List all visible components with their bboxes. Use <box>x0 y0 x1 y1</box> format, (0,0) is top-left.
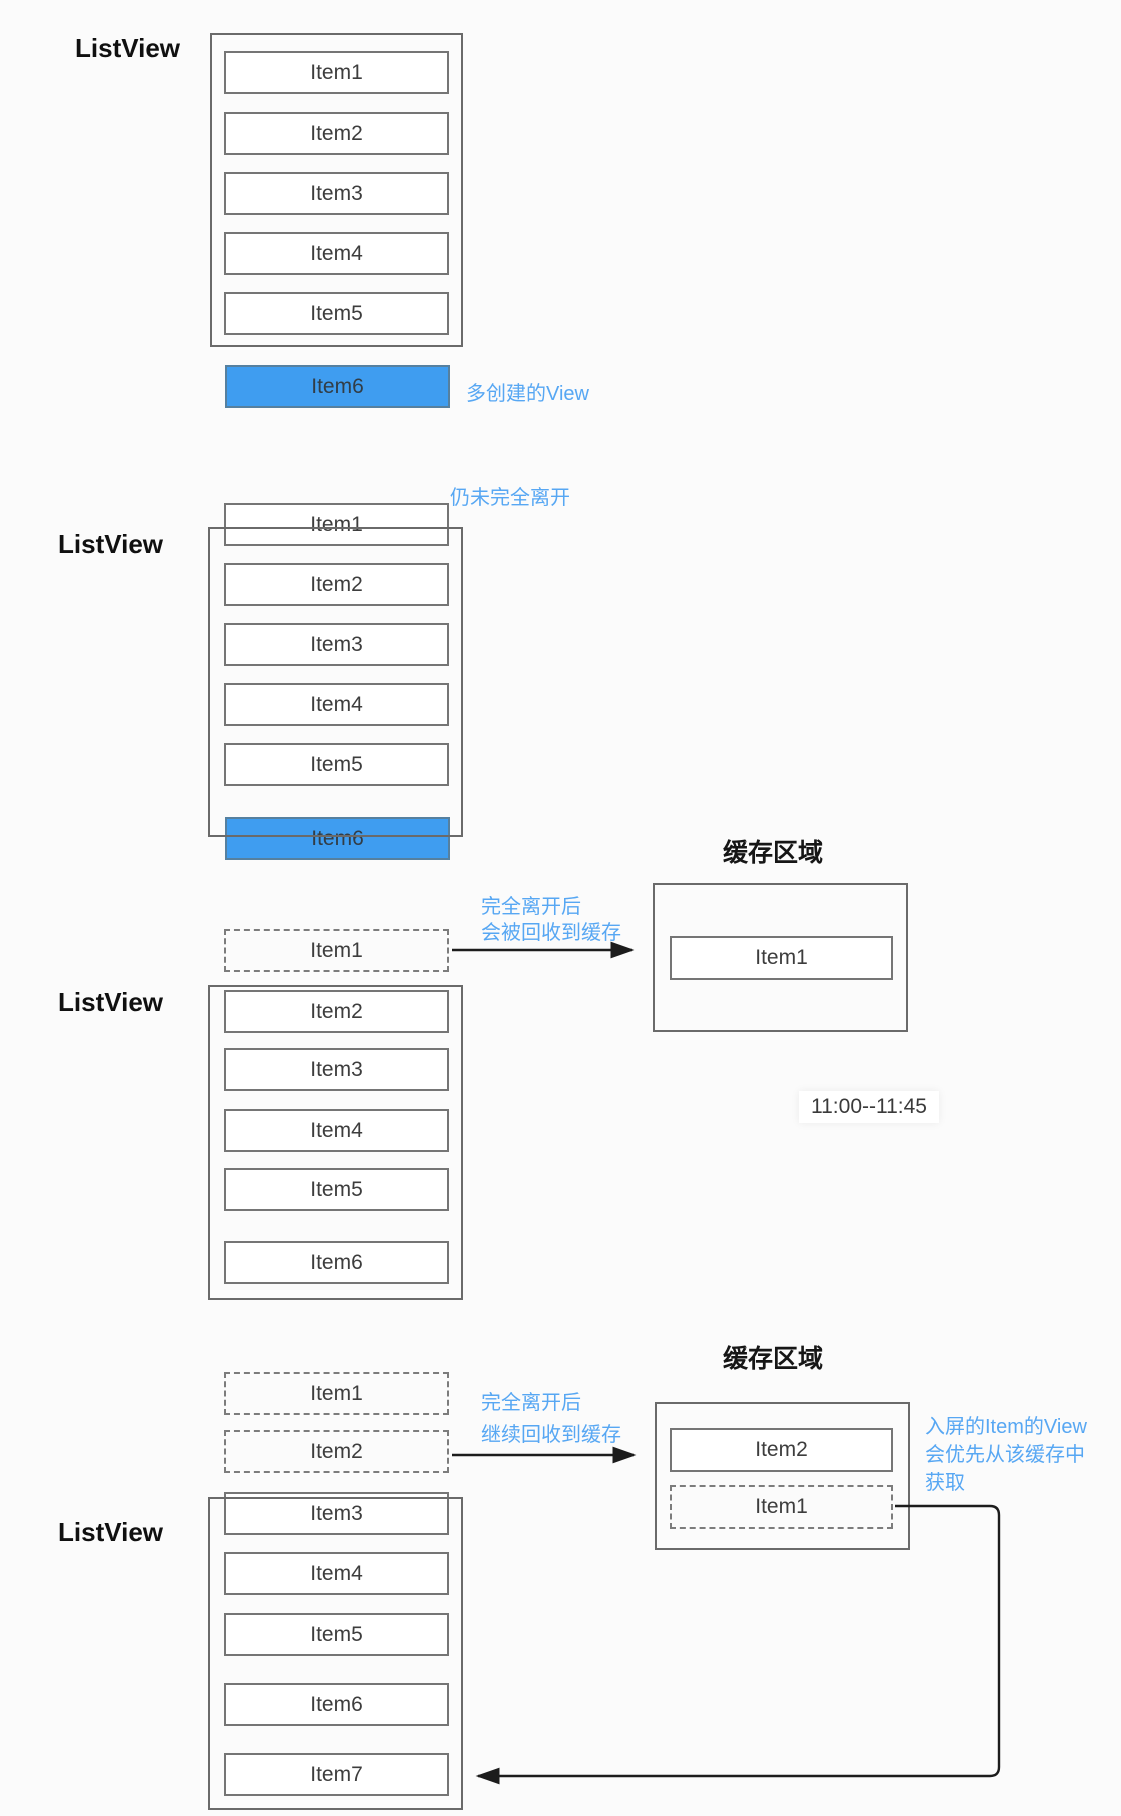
list-item: Item2 <box>224 563 449 606</box>
list-item: Item5 <box>224 1168 449 1211</box>
list-item: Item3 <box>224 1048 449 1091</box>
list-item: Item1 <box>224 503 449 546</box>
list-item: Item4 <box>224 683 449 726</box>
cache-area-title-1: 缓存区域 <box>723 839 824 867</box>
listview-viewport-1 <box>210 33 463 347</box>
timestamp-badge: 11:00--11:45 <box>799 1091 939 1123</box>
list-item: Item5 <box>224 292 449 335</box>
annotation-extra-view: 多创建的View <box>466 383 589 405</box>
list-item: Item6 <box>224 1241 449 1284</box>
annotation-not-fully-left: 仍未完全离开 <box>450 487 570 509</box>
list-item: Item5 <box>224 743 449 786</box>
list-item: Item3 <box>224 172 449 215</box>
list-item: Item4 <box>224 1109 449 1152</box>
list-item: Item2 <box>224 112 449 155</box>
listview-title-4: ListView <box>58 1517 164 1547</box>
listview-title-1: ListView <box>75 33 181 63</box>
listview-viewport-3 <box>208 985 463 1300</box>
listview-title-3: ListView <box>58 987 164 1017</box>
recycled-item-ghost: Item1 <box>224 929 449 972</box>
list-item: Item6 <box>224 1683 449 1726</box>
cached-item: Item2 <box>670 1428 893 1472</box>
list-item: Item7 <box>224 1753 449 1796</box>
listview-title-2: ListView <box>58 529 164 559</box>
annotation-recycle2-line2: 继续回收到缓存 <box>481 1424 621 1446</box>
annotation-reuse-line3: 获取 <box>925 1472 965 1494</box>
list-item: Item3 <box>224 623 449 666</box>
annotation-reuse-line2: 会优先从该缓存中 <box>925 1444 1085 1466</box>
annotation-reuse-line1: 入屏的Item的View <box>925 1416 1087 1438</box>
extra-created-item: Item6 <box>225 817 450 860</box>
list-item: Item4 <box>224 232 449 275</box>
list-item: Item3 <box>224 1492 449 1535</box>
annotation-recycle2-line1: 完全离开后 <box>481 1392 581 1414</box>
recycled-item-ghost: Item2 <box>224 1430 449 1473</box>
annotation-recycle-line2: 会被回收到缓存 <box>481 922 621 944</box>
list-item: Item2 <box>224 990 449 1033</box>
recycled-item-ghost: Item1 <box>224 1372 449 1415</box>
list-item: Item5 <box>224 1613 449 1656</box>
extra-created-item: Item6 <box>225 365 450 408</box>
cache-area-box-2 <box>655 1402 910 1550</box>
cache-area-title-2: 缓存区域 <box>723 1345 824 1373</box>
list-item: Item1 <box>224 51 449 94</box>
cached-item: Item1 <box>670 936 893 980</box>
list-item: Item4 <box>224 1552 449 1595</box>
listview-viewport-2 <box>208 527 463 837</box>
annotation-recycle-line1: 完全离开后 <box>481 896 581 918</box>
cache-area-box-1 <box>653 883 908 1032</box>
listview-viewport-4 <box>208 1497 463 1810</box>
